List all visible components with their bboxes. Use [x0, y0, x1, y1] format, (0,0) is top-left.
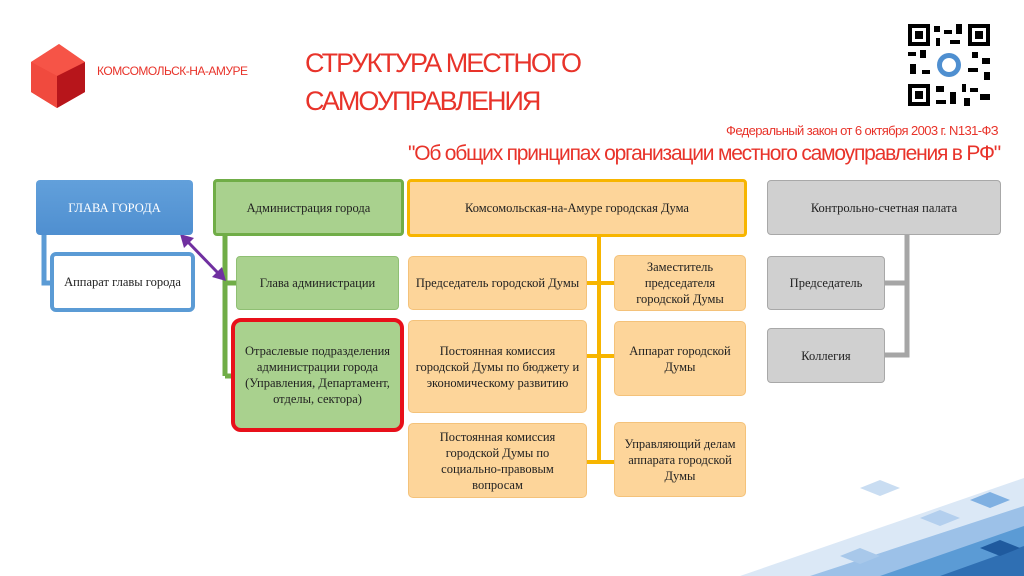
- decorative-cubes: [740, 478, 1024, 576]
- node-admin-head: Глава администрации: [236, 256, 399, 310]
- title-line-2: САМОУПРАВЛЕНИЯ: [305, 86, 541, 116]
- node-audit-board: Коллегия: [767, 328, 885, 383]
- qr-code: [906, 22, 992, 108]
- node-audit-chamber: Контрольно-счетная палата: [767, 180, 1001, 235]
- law-title: "Об общих принципах организации местного…: [407, 142, 1001, 165]
- node-duma-chair: Председатель городской Думы: [408, 256, 587, 310]
- title-line-1: СТРУКТУРА МЕСТНОГО: [305, 48, 582, 78]
- node-duma-manager: Управляющий делам аппарата городской Дум…: [614, 422, 746, 497]
- node-audit-chair: Председатель: [767, 256, 885, 310]
- node-duma-office: Аппарат городской Думы: [614, 321, 746, 396]
- node-admin-branches: Отраслевые подразделения администрации г…: [231, 318, 404, 432]
- node-social-commission: Постоянная комиссия городской Думы по со…: [408, 423, 587, 498]
- node-administration: Администрация города: [213, 179, 404, 236]
- node-head-of-city: ГЛАВА ГОРОДА: [36, 180, 193, 235]
- law-reference: Федеральный закон от 6 октября 2003 г. N…: [726, 123, 999, 138]
- node-duma-vice-chair: Заместитель председателя городской Думы: [614, 255, 746, 311]
- city-name: КОМСОМОЛЬСК-НА-АМУРЕ: [97, 64, 248, 78]
- node-budget-commission: Постоянная комиссия городской Думы по бю…: [408, 320, 587, 413]
- node-city-duma: Комсомольская-на-Амуре городская Дума: [407, 179, 747, 237]
- node-head-office: Аппарат главы города: [50, 252, 195, 312]
- page-title: СТРУКТУРА МЕСТНОГО САМОУПРАВЛЕНИЯ: [305, 44, 582, 120]
- city-logo: [31, 44, 85, 108]
